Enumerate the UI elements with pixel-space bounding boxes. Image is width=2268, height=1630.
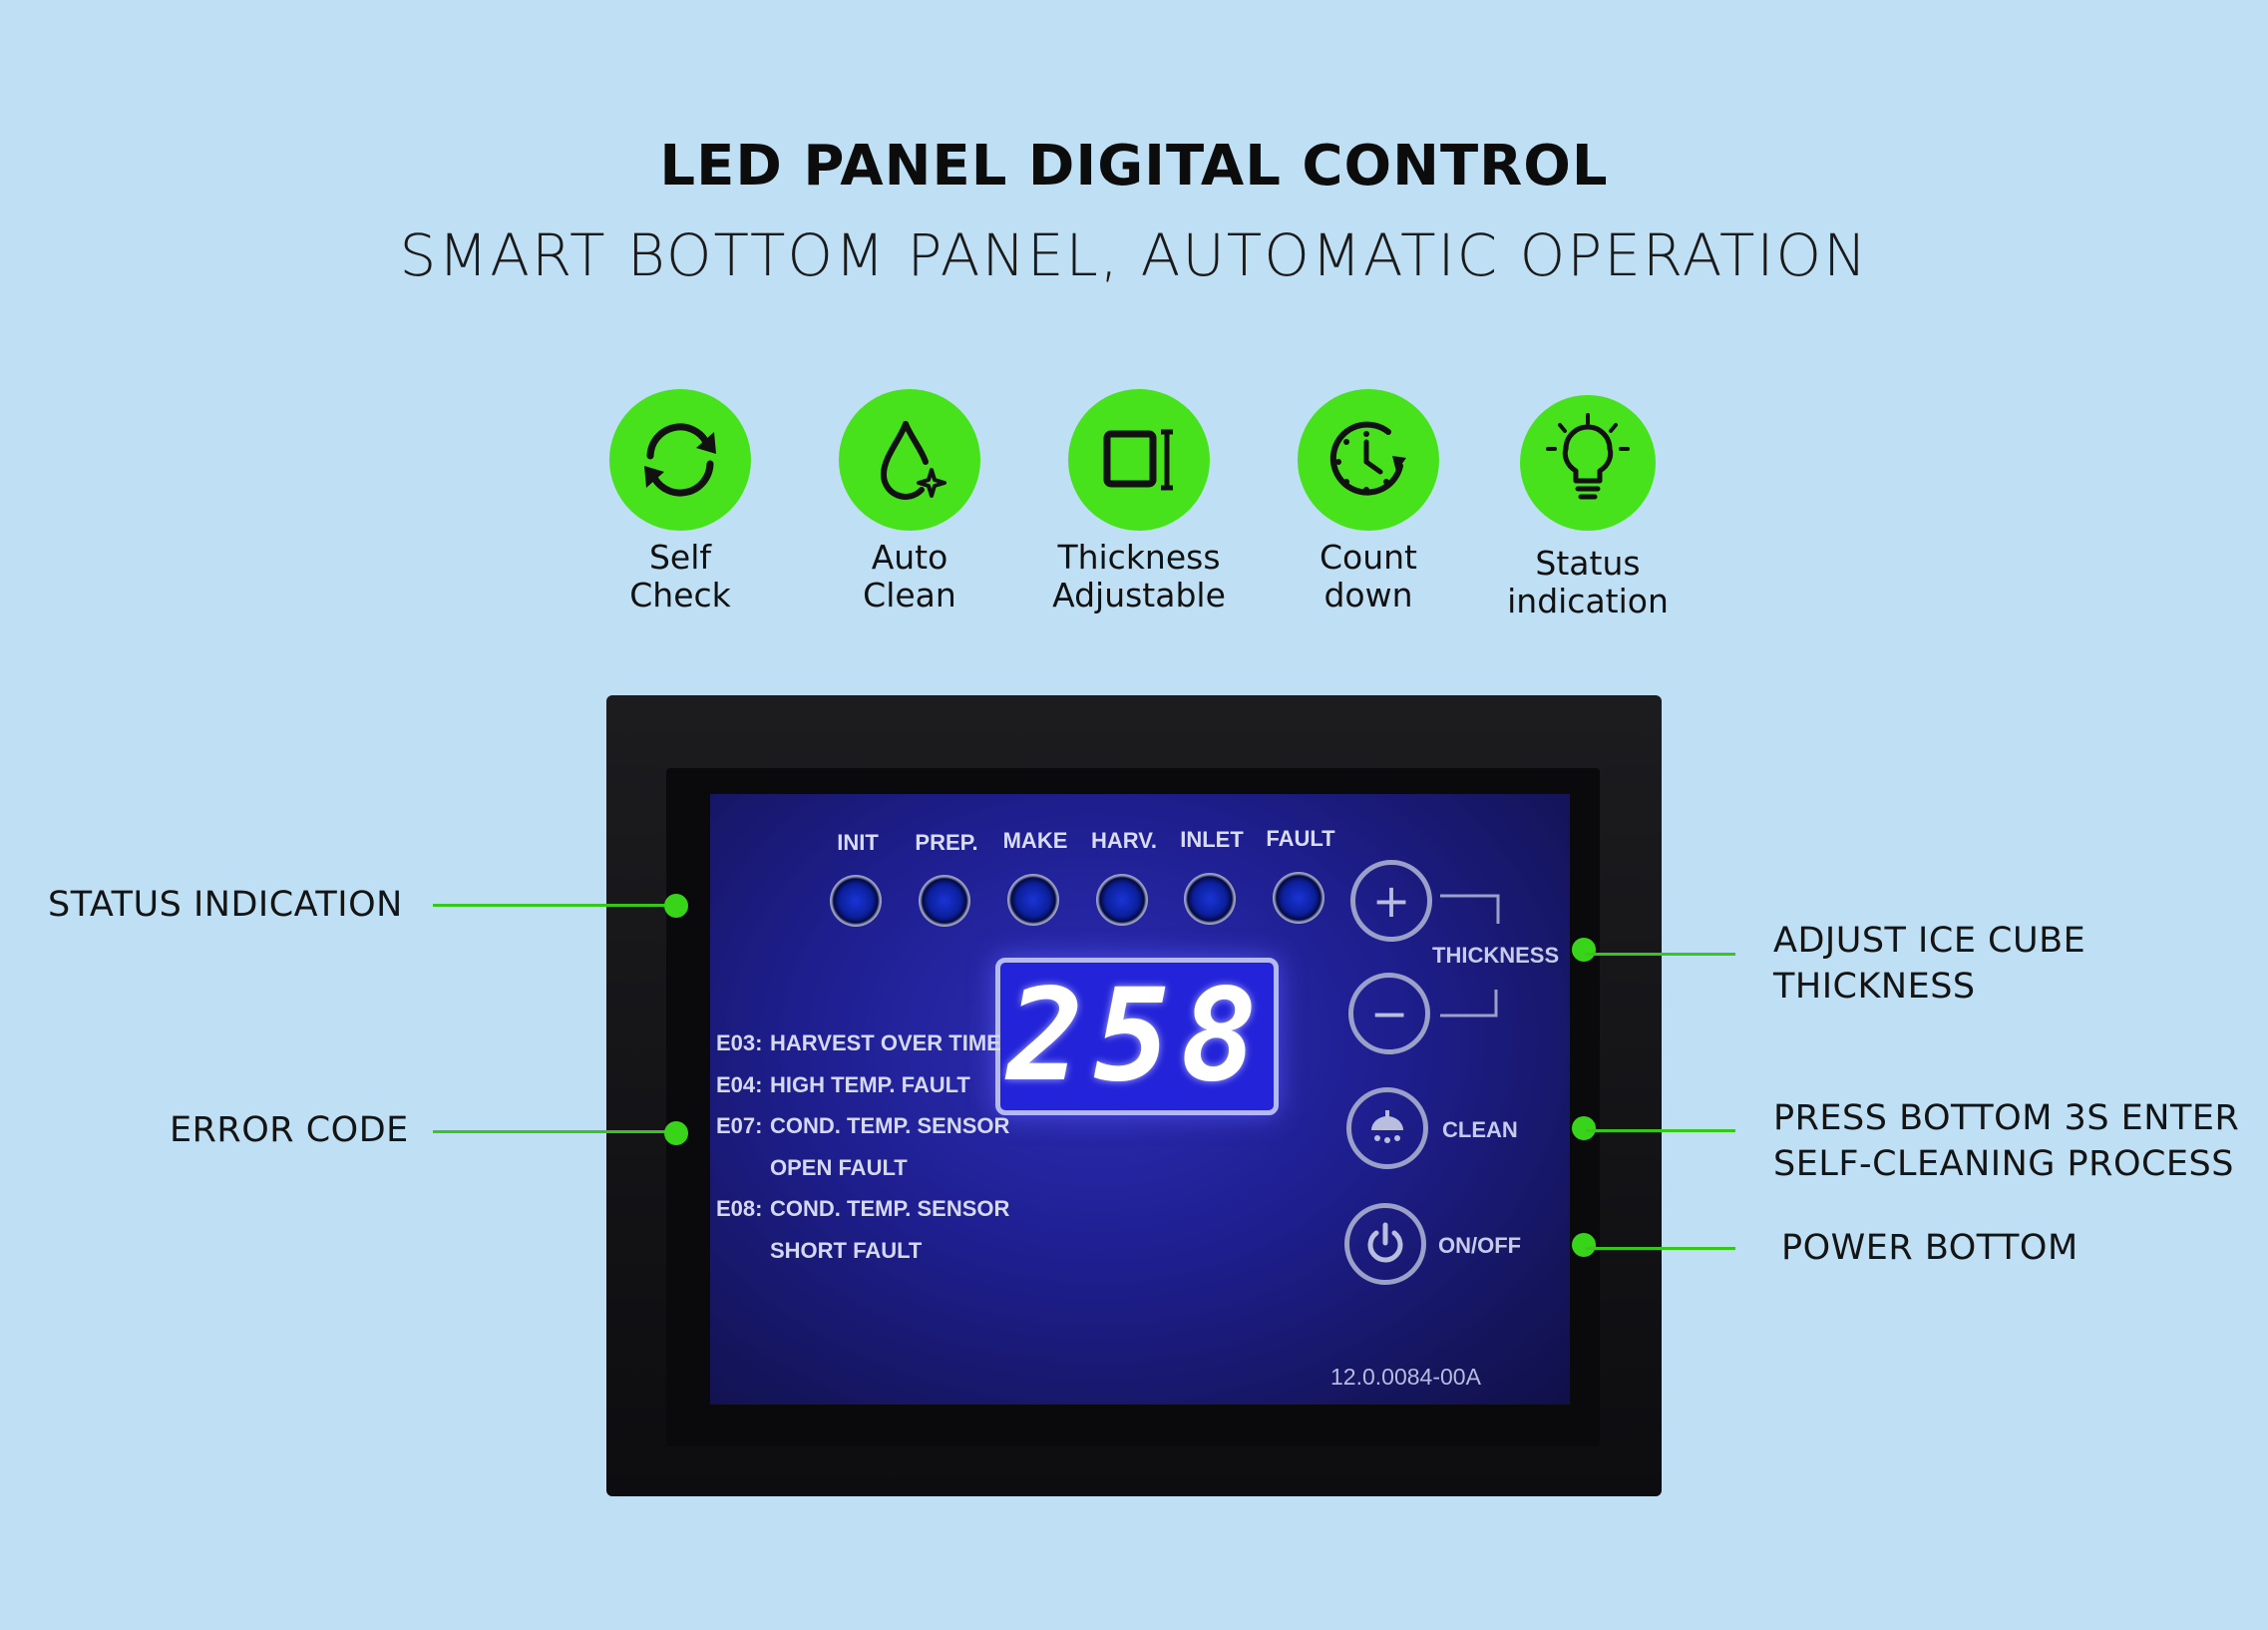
led-label-inlet: INLET	[1180, 827, 1244, 852]
shower-icon	[1371, 1110, 1403, 1143]
callout-status-indication: STATUS INDICATION	[48, 885, 403, 925]
callout-line	[1586, 1247, 1735, 1250]
clean-button[interactable]	[1346, 1087, 1428, 1169]
power-label: ON/OFF	[1438, 1233, 1522, 1258]
feature-label: Auto Clean	[863, 538, 956, 614]
callout-power: POWER BOTTOM	[1781, 1228, 2079, 1268]
firmware-version: 12.0.0084-00A	[1330, 1364, 1481, 1390]
error-code-e07-cont: OPEN FAULT	[770, 1155, 908, 1180]
thickness-plus-button[interactable]: +	[1350, 860, 1432, 942]
status-led-init	[830, 875, 882, 927]
callout-line	[433, 1130, 676, 1133]
display-value: 258	[1006, 962, 1268, 1110]
power-button[interactable]	[1344, 1203, 1426, 1285]
callout-dot	[664, 894, 688, 918]
callout-adjust-thickness: ADJUST ICE CUBE THICKNESS	[1773, 921, 2086, 1007]
thickness-adjust-icon	[1068, 389, 1210, 531]
error-code-e08: E08:COND. TEMP. SENSOR	[716, 1196, 1010, 1221]
plus-icon: +	[1371, 874, 1411, 928]
thickness-bracket	[1440, 894, 1500, 1018]
feature-countdown: Count down	[1249, 389, 1488, 614]
feature-label: Status indication	[1507, 544, 1669, 620]
page-title: LED PANEL DIGITAL CONTROL	[659, 134, 1609, 199]
callout-dot	[1572, 1116, 1596, 1140]
callout-dot	[1572, 938, 1596, 962]
callout-dot	[664, 1121, 688, 1145]
minus-icon: −	[1369, 987, 1409, 1040]
error-code-e07: E07:COND. TEMP. SENSOR	[716, 1113, 1010, 1138]
light-bulb-icon	[1520, 395, 1656, 531]
callout-line	[1586, 953, 1735, 956]
error-code-e03: E03:HARVEST OVER TIME	[716, 1030, 1001, 1055]
callout-self-cleaning: PRESS BOTTOM 3S ENTER SELF-CLEANING PROC…	[1773, 1098, 2240, 1184]
feature-label: Self Check	[629, 538, 731, 614]
callout-line	[433, 904, 676, 907]
thickness-label: THICKNESS	[1432, 943, 1560, 968]
callout-error-code: ERROR CODE	[170, 1110, 409, 1150]
water-drop-sparkle-icon	[839, 389, 980, 531]
error-code-e04: E04:HIGH TEMP. FAULT	[716, 1072, 970, 1097]
feature-status-indication: Status indication	[1468, 395, 1707, 620]
callout-line	[1586, 1129, 1735, 1132]
refresh-cycle-icon	[609, 389, 751, 531]
error-code-e08-cont: SHORT FAULT	[770, 1238, 923, 1263]
status-led-harv	[1096, 874, 1148, 926]
clean-label: CLEAN	[1442, 1117, 1518, 1142]
feature-self-check: Self Check	[561, 389, 800, 614]
feature-thickness: Thickness Adjustable	[1019, 389, 1259, 614]
clock-countdown-icon	[1298, 389, 1439, 531]
callout-dot	[1572, 1233, 1596, 1257]
thickness-minus-button[interactable]: −	[1348, 973, 1430, 1054]
digital-display	[995, 958, 1279, 1115]
feature-auto-clean: Auto Clean	[790, 389, 1029, 614]
led-label-harv: HARV.	[1090, 828, 1158, 853]
led-label-make: MAKE	[1002, 828, 1068, 853]
led-label-init: INIT	[837, 830, 879, 855]
status-led-inlet	[1184, 873, 1236, 925]
led-label-prep: PREP.	[915, 830, 978, 855]
page-subtitle: SMART BOTTOM PANEL, AUTOMATIC OPERATION	[399, 221, 1869, 289]
status-led-make	[1007, 874, 1059, 926]
feature-label: Count down	[1319, 538, 1417, 614]
status-led-fault	[1273, 872, 1324, 924]
power-icon	[1367, 1222, 1403, 1263]
led-label-fault: FAULT	[1266, 826, 1335, 851]
feature-label: Thickness Adjustable	[1052, 538, 1226, 614]
status-led-prep	[919, 875, 970, 927]
